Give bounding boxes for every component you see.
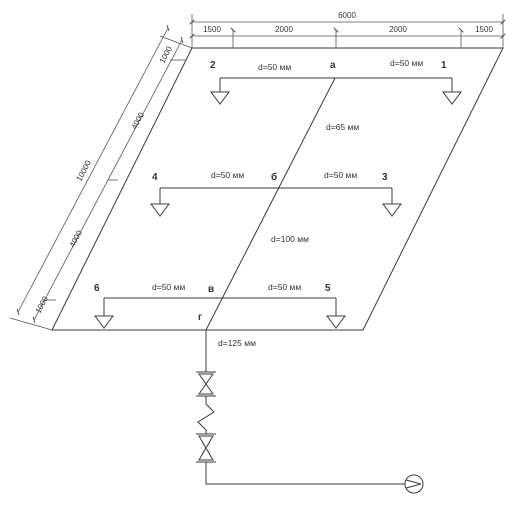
sprinkler-head-6 bbox=[94, 315, 114, 329]
riser-label-4: 4 bbox=[152, 172, 158, 183]
top-dim-2: 2000 bbox=[275, 25, 293, 34]
left-dim-2: 4000 bbox=[130, 110, 147, 130]
pipe-label-row3-left: d=50 мм bbox=[152, 282, 185, 292]
pipe-label-row2-right: d=50 мм bbox=[324, 170, 357, 180]
riser-label-3: 3 bbox=[382, 172, 388, 183]
sprinkler-head-4 bbox=[150, 203, 170, 217]
node-label-v: в bbox=[208, 284, 214, 295]
pipe-break-symbol bbox=[197, 403, 215, 431]
riser-label-5: 5 bbox=[325, 283, 331, 294]
left-total-dim: 10000 bbox=[75, 158, 94, 182]
top-dim-4: 1500 bbox=[475, 25, 493, 34]
top-dim-3: 2000 bbox=[389, 25, 407, 34]
left-dim-4: 1000 bbox=[34, 294, 51, 314]
riser-label-6: 6 bbox=[94, 283, 100, 294]
pipe-label-row1-left: d=50 мм bbox=[258, 62, 291, 72]
node-label-g: г bbox=[198, 312, 202, 323]
feed-line bbox=[196, 330, 424, 494]
top-total-dim: 6000 bbox=[338, 11, 356, 20]
sprinkler-head-5 bbox=[326, 315, 346, 329]
riser-label-1: 1 bbox=[441, 60, 447, 71]
sprinkler-head-3 bbox=[382, 203, 402, 217]
node-label-a: а bbox=[330, 60, 336, 71]
main-pipe bbox=[205, 77, 336, 331]
pipe-label-row3-right: d=50 мм bbox=[268, 282, 301, 292]
left-dim-3: 4000 bbox=[68, 228, 85, 248]
pump-icon bbox=[404, 474, 424, 494]
branch-row-1 bbox=[210, 77, 462, 105]
sprinkler-head-2 bbox=[210, 91, 230, 105]
pipe-label-feed: d=125 мм bbox=[218, 338, 256, 348]
gate-valve-upper bbox=[196, 371, 216, 397]
pipe-label-main-middle: d=100 мм bbox=[271, 234, 309, 244]
branch-row-3 bbox=[94, 297, 346, 329]
pipe-label-row1-right: d=50 мм bbox=[390, 58, 423, 68]
top-dimension-chain: 6000 1500 2000 2000 1500 bbox=[192, 11, 503, 48]
pipe-label-row2-left: d=50 мм bbox=[211, 170, 244, 180]
pipe-label-main-upper: d=65 мм bbox=[326, 122, 359, 132]
left-dim-1: 1000 bbox=[158, 44, 175, 64]
node-label-b: б bbox=[271, 171, 277, 183]
top-dim-1: 1500 bbox=[203, 25, 221, 34]
gate-valve-lower bbox=[196, 433, 216, 463]
riser-label-2: 2 bbox=[210, 60, 216, 71]
sprinkler-head-1 bbox=[442, 91, 462, 105]
branch-row-2 bbox=[150, 187, 402, 217]
